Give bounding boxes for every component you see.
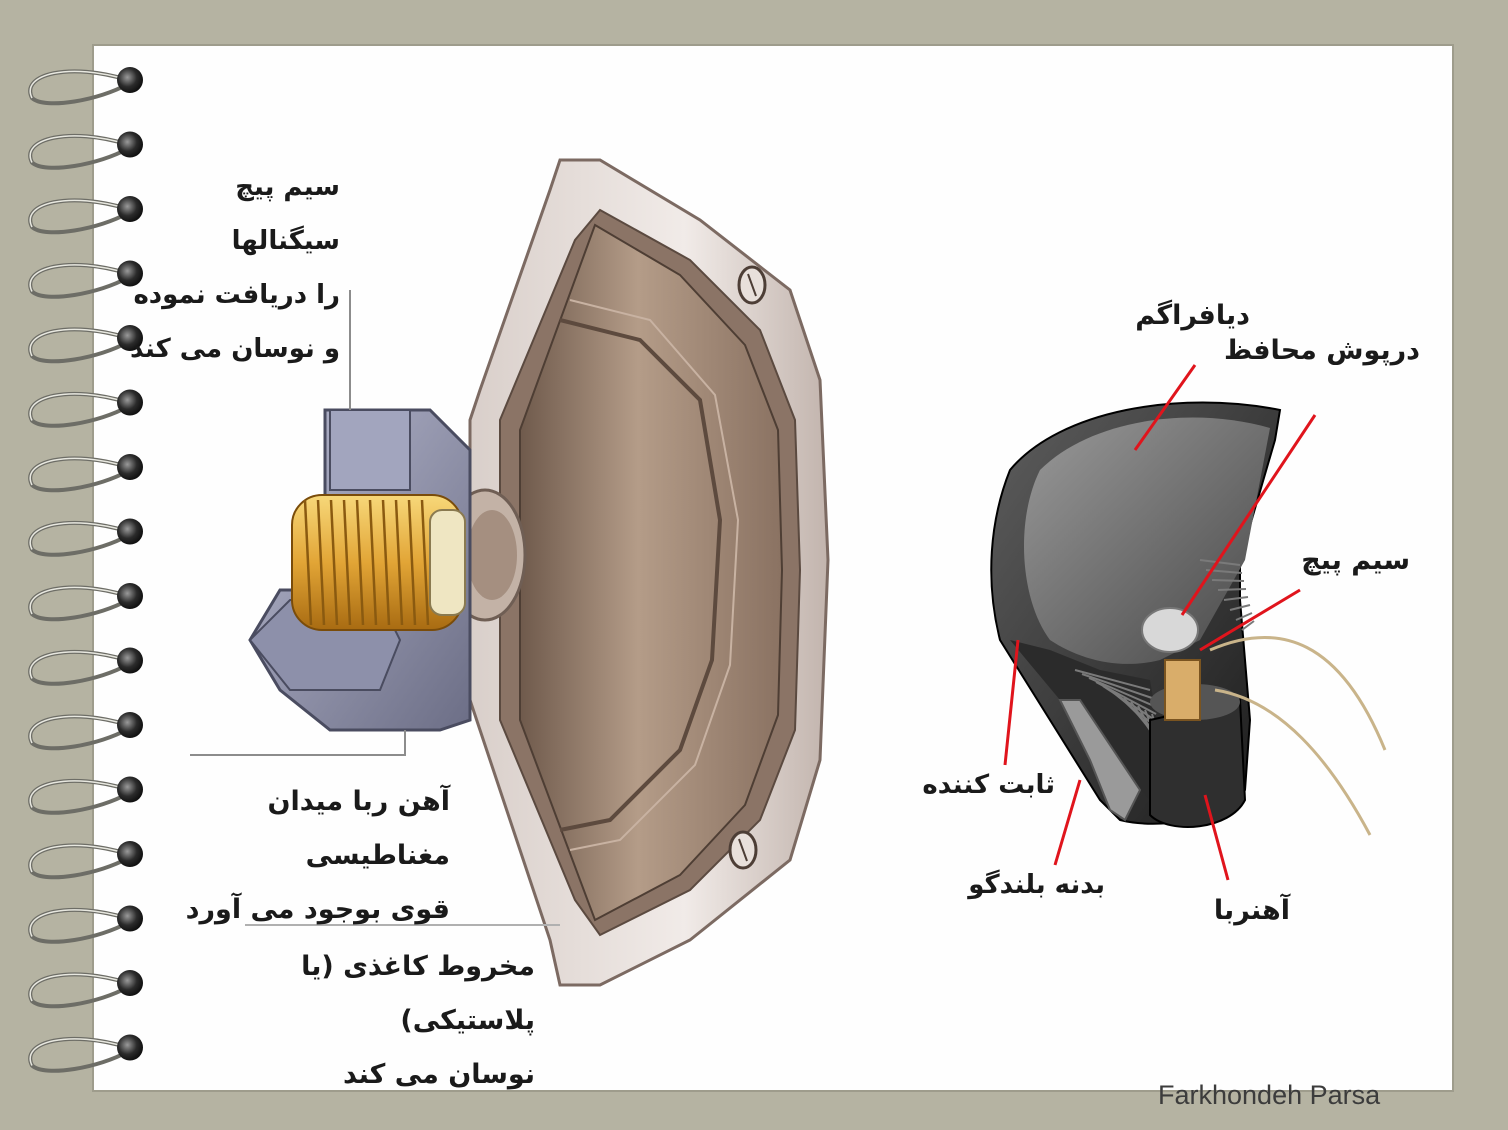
spiral-ring <box>28 905 143 944</box>
spiral-ring <box>28 776 143 815</box>
spiral-ring <box>28 1034 143 1073</box>
spiral-ring <box>28 518 143 557</box>
author-credit: Farkhondeh Parsa <box>1158 1080 1381 1110</box>
spiral-ring <box>28 260 143 299</box>
screw-hole <box>728 830 758 870</box>
label-holder: ثابت کننده <box>922 770 1055 800</box>
label-voice-coil-right: سیم پیچ <box>1301 545 1410 576</box>
leader-lines <box>1003 364 1317 881</box>
spiral-ring <box>28 454 143 493</box>
label-magnet-right: آهنربا <box>1213 895 1290 926</box>
spiral-ring <box>28 712 143 751</box>
voice-coil-drawing <box>291 494 466 631</box>
label-cone-left: مخروط کاغذی (یا پلاستیکی) نوسان می کند <box>301 951 535 1090</box>
label-speaker-body: بدنه بلندگو <box>968 870 1105 900</box>
speaker-cutaway-right <box>990 364 1387 881</box>
spiral-ring <box>28 647 143 686</box>
spiral-ring <box>28 841 143 880</box>
label-magnet-left: آهن ربا میدان مغناطیسی قوی بوجود می آورد <box>185 786 450 925</box>
spiral-ring <box>28 131 143 170</box>
spiral-ring <box>28 970 143 1009</box>
label-voice-coil-left: سیم پیچ سیگنالها را دریافت نموده و نوسان… <box>129 172 340 364</box>
spiral-ring <box>28 325 143 364</box>
speaker-cutaway-left <box>190 158 830 987</box>
label-dust-cap: درپوش محافظ <box>1223 335 1420 366</box>
notebook-spiral <box>28 67 143 1073</box>
spiral-ring <box>28 196 143 235</box>
spiral-ring <box>28 583 143 622</box>
label-diaphragm: دیافراگم <box>1135 300 1250 331</box>
screw-hole <box>737 265 767 305</box>
spiral-ring <box>28 67 143 106</box>
spiral-ring <box>28 389 143 428</box>
